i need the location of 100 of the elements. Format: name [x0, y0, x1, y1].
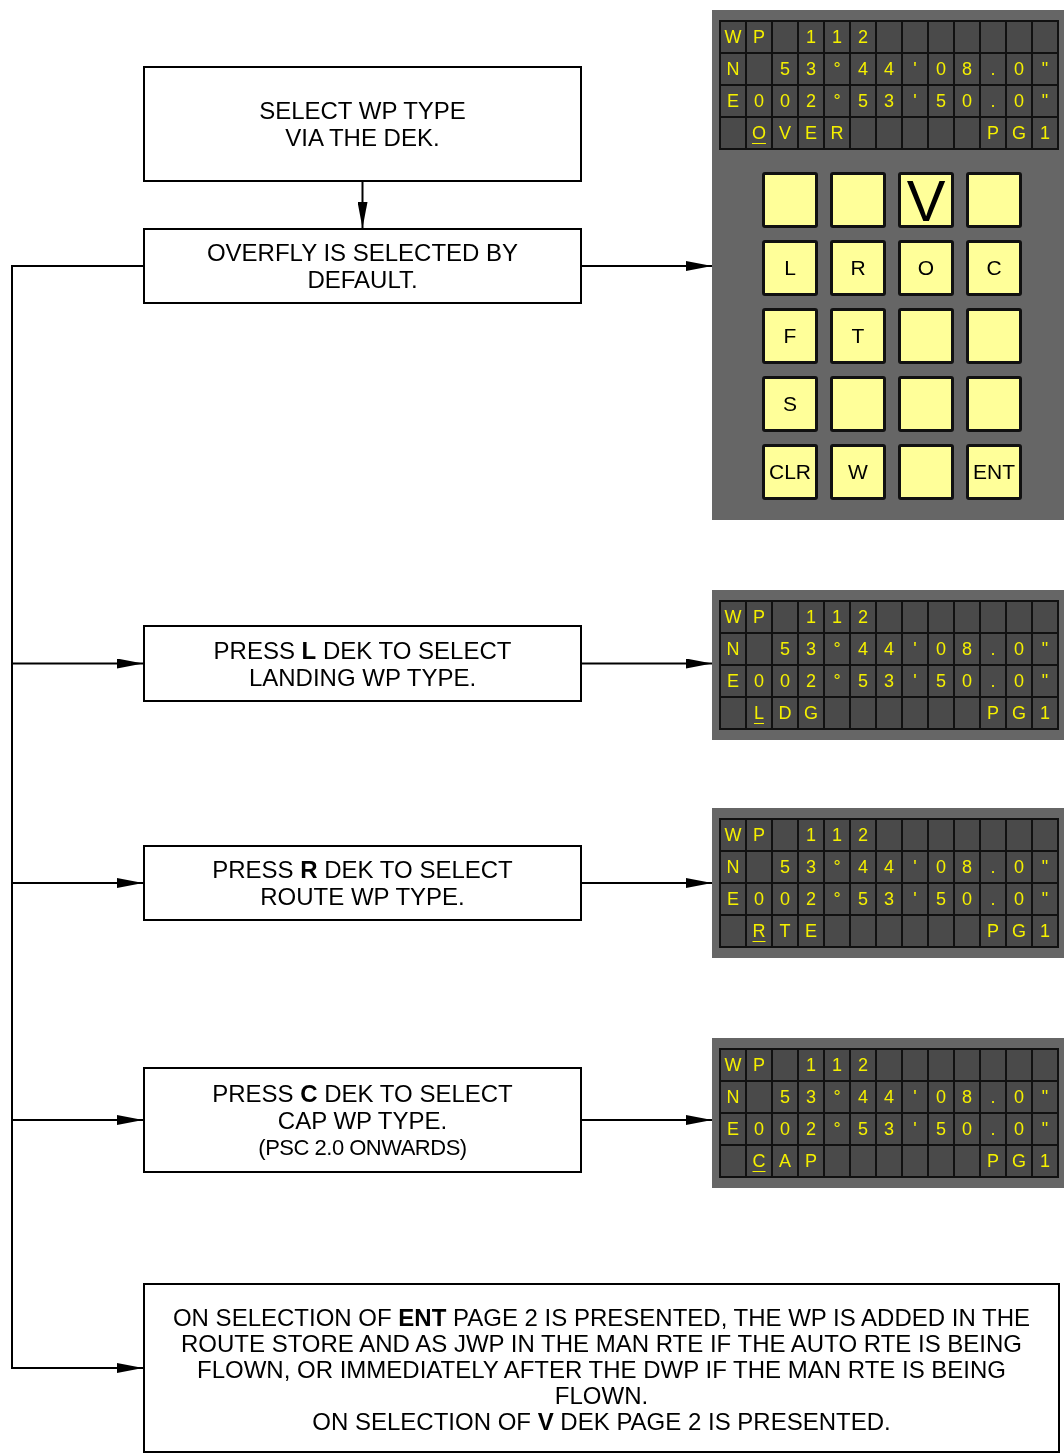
display-cell: ° — [825, 852, 849, 882]
display-cell: " — [1033, 54, 1057, 84]
display-cell: 2 — [851, 820, 875, 850]
display-cell: P — [747, 820, 771, 850]
display-cell: . — [981, 1114, 1005, 1144]
display-cell: 4 — [877, 54, 901, 84]
display-cell: R — [825, 118, 849, 148]
display-cell: 3 — [877, 666, 901, 696]
display-cell: E — [721, 1114, 745, 1144]
display-cell: ° — [825, 884, 849, 914]
display-cell: 3 — [799, 54, 823, 84]
display-cell: 1 — [1033, 916, 1057, 946]
display-cell: 0 — [773, 1114, 797, 1144]
display-cell: N — [721, 1082, 745, 1112]
display-cell: 5 — [773, 54, 797, 84]
box-text: PRESS R DEK TO SELECT ROUTE WP TYPE. — [211, 856, 514, 910]
keypad-key: R — [830, 240, 886, 296]
display-cell: 0 — [1007, 666, 1031, 696]
display-cell: 0 — [1007, 86, 1031, 116]
display-cell: ° — [825, 634, 849, 664]
display-cell: 0 — [747, 86, 771, 116]
display-cell: 3 — [799, 852, 823, 882]
display-cell: 5 — [929, 666, 953, 696]
display-cell: P — [747, 602, 771, 632]
box-text: OVERFLY IS SELECTED BY DEFAULT. — [205, 239, 520, 293]
display-cell: 2 — [799, 884, 823, 914]
display-cell: 0 — [747, 1114, 771, 1144]
display-cell: 1 — [1033, 698, 1057, 728]
display-cell: W — [721, 602, 745, 632]
process-box — [143, 228, 582, 304]
keypad-key: ENT — [966, 444, 1022, 500]
display-cell: P — [747, 22, 771, 52]
display-cell: W — [721, 1050, 745, 1080]
display-cell: E — [799, 916, 823, 946]
display-cell: 4 — [851, 1082, 875, 1112]
display-cell: 2 — [799, 86, 823, 116]
display-cell: 0 — [1007, 634, 1031, 664]
display-cell: 8 — [955, 1082, 979, 1112]
display-cell: ° — [825, 86, 849, 116]
display-cell: 1 — [799, 22, 823, 52]
display-cell: 2 — [799, 1114, 823, 1144]
keypad-key: S — [762, 376, 818, 432]
display-cell: E — [799, 118, 823, 148]
display-cell: ° — [825, 1114, 849, 1144]
display-cell: 0 — [773, 86, 797, 116]
display-cell: 5 — [851, 884, 875, 914]
display-cell: ' — [903, 666, 927, 696]
display-cell: P — [747, 1050, 771, 1080]
display-cell: E — [721, 666, 745, 696]
display-cell: " — [1033, 852, 1057, 882]
display-cell: 1 — [825, 602, 849, 632]
display-cell: 2 — [851, 1050, 875, 1080]
display-cell: O — [747, 118, 771, 148]
display-cell: N — [721, 634, 745, 664]
flow-arrow — [581, 1115, 713, 1125]
display-cell: P — [981, 1146, 1005, 1176]
keypad-key: CLR — [762, 444, 818, 500]
flow-arrow — [581, 658, 713, 669]
display-cell: 4 — [877, 634, 901, 664]
flow-arrow — [581, 261, 713, 271]
display-cell: W — [721, 820, 745, 850]
display-cell: 3 — [799, 634, 823, 664]
display-cell: 4 — [851, 852, 875, 882]
box-text: PRESS C DEK TO SELECT CAP WP TYPE. — [211, 1079, 514, 1134]
display-cell: 0 — [1007, 884, 1031, 914]
display-cell: 5 — [773, 1082, 797, 1112]
display-cell: 3 — [799, 1082, 823, 1112]
keypad-key — [830, 376, 886, 432]
process-box — [143, 1283, 1060, 1453]
display-cell: P — [981, 698, 1005, 728]
display-cell: 5 — [929, 884, 953, 914]
keypad-key: L — [762, 240, 818, 296]
display-cell: ° — [825, 666, 849, 696]
display-cell: . — [981, 852, 1005, 882]
display-cell: 1 — [1033, 118, 1057, 148]
box-text: SELECT WP TYPE VIA THE DEK. — [258, 97, 467, 151]
flow-arrow — [357, 181, 368, 229]
display-cell: " — [1033, 86, 1057, 116]
display-cell: 0 — [955, 884, 979, 914]
display-cell: R — [747, 916, 771, 946]
display-cell: . — [981, 54, 1005, 84]
display-cell: P — [981, 916, 1005, 946]
display-cell: G — [1007, 698, 1031, 728]
keypad-key: W — [830, 444, 886, 500]
display-cell: 0 — [1007, 54, 1031, 84]
display-cell: 0 — [929, 1082, 953, 1112]
display-cell: . — [981, 86, 1005, 116]
keypad-key: V — [898, 172, 954, 228]
display-cell: " — [1033, 634, 1057, 664]
display-panel — [712, 808, 1064, 958]
display-cell: 4 — [851, 634, 875, 664]
display-cell: 8 — [955, 54, 979, 84]
display-cell: L — [747, 698, 771, 728]
display-cell: 5 — [773, 852, 797, 882]
display-cell: 2 — [799, 666, 823, 696]
display-cell: 5 — [773, 634, 797, 664]
display-cell: ' — [903, 86, 927, 116]
display-cell: 3 — [877, 884, 901, 914]
display-cell: 1 — [799, 602, 823, 632]
display-cell: P — [799, 1146, 823, 1176]
